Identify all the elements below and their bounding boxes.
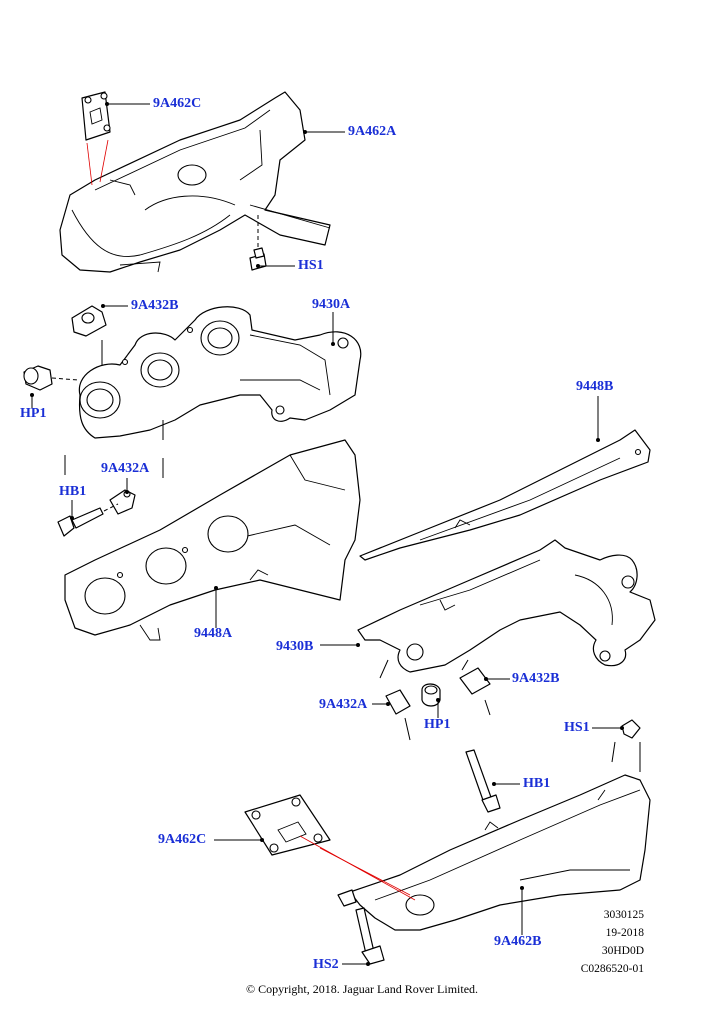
- gasket-9a432a-lower: [385, 689, 411, 715]
- heat-shield-upper-9a462a: [59, 91, 331, 273]
- callout-hp1-lower[interactable]: HP1: [424, 717, 451, 732]
- bolt-hb1-lower: [465, 749, 501, 813]
- gasket-9a432b-lower: [459, 667, 491, 695]
- reference-code-4: C0286520-01: [580, 963, 644, 975]
- leader-lines: [30, 102, 624, 966]
- callout-9448a[interactable]: 9448A: [194, 626, 233, 641]
- callout-hb1-lower[interactable]: HB1: [523, 776, 551, 791]
- callout-9430a[interactable]: 9430A: [312, 297, 351, 312]
- exhaust-manifold-9430a: [78, 306, 362, 439]
- plug-hp1-lower: [421, 683, 441, 707]
- heat-shield-lower-9a462b: [349, 774, 651, 931]
- heat-shield-9448b: [359, 429, 651, 561]
- callout-hb1-left[interactable]: HB1: [59, 484, 87, 499]
- bolt-hb1-left: [57, 503, 119, 537]
- callout-hs2[interactable]: HS2: [313, 957, 339, 972]
- reference-code-3: 30HD0D: [601, 945, 644, 957]
- callout-9448b[interactable]: 9448B: [576, 379, 614, 394]
- callout-9a462c-top[interactable]: 9A462C: [153, 96, 202, 111]
- callout-hp1-left[interactable]: HP1: [20, 406, 47, 421]
- shield-plate-9a462c-top: [81, 91, 111, 141]
- callout-9a432a-top[interactable]: 9A432A: [101, 461, 150, 476]
- gasket-9a432b-top: [71, 305, 107, 337]
- callout-hs1-lower[interactable]: HS1: [564, 720, 590, 735]
- plug-hp1-left: [23, 365, 79, 391]
- gasket-9a432a-left: [109, 489, 136, 515]
- callout-9a462c-lower[interactable]: 9A462C: [158, 832, 207, 847]
- callout-9a462b[interactable]: 9A462B: [494, 934, 542, 949]
- reference-code-2: 19-2018: [605, 927, 644, 939]
- callout-9a432b-lower[interactable]: 9A432B: [512, 671, 560, 686]
- copyright-notice: © Copyright, 2018. Jaguar Land Rover Lim…: [245, 982, 479, 996]
- callout-9a462a[interactable]: 9A462A: [348, 124, 397, 139]
- heat-shield-9448a: [64, 439, 361, 641]
- callout-9430b[interactable]: 9430B: [276, 639, 314, 654]
- bolt-hs1-lower: [611, 719, 641, 772]
- reference-code-1: 3030125: [603, 909, 644, 921]
- callout-9a432a-lower[interactable]: 9A432A: [319, 697, 368, 712]
- callout-9a432b-top[interactable]: 9A432B: [131, 298, 179, 313]
- bolt-hs2: [337, 889, 385, 965]
- callout-hs1-top[interactable]: HS1: [298, 258, 324, 273]
- exhaust-manifold-9430b: [357, 539, 656, 673]
